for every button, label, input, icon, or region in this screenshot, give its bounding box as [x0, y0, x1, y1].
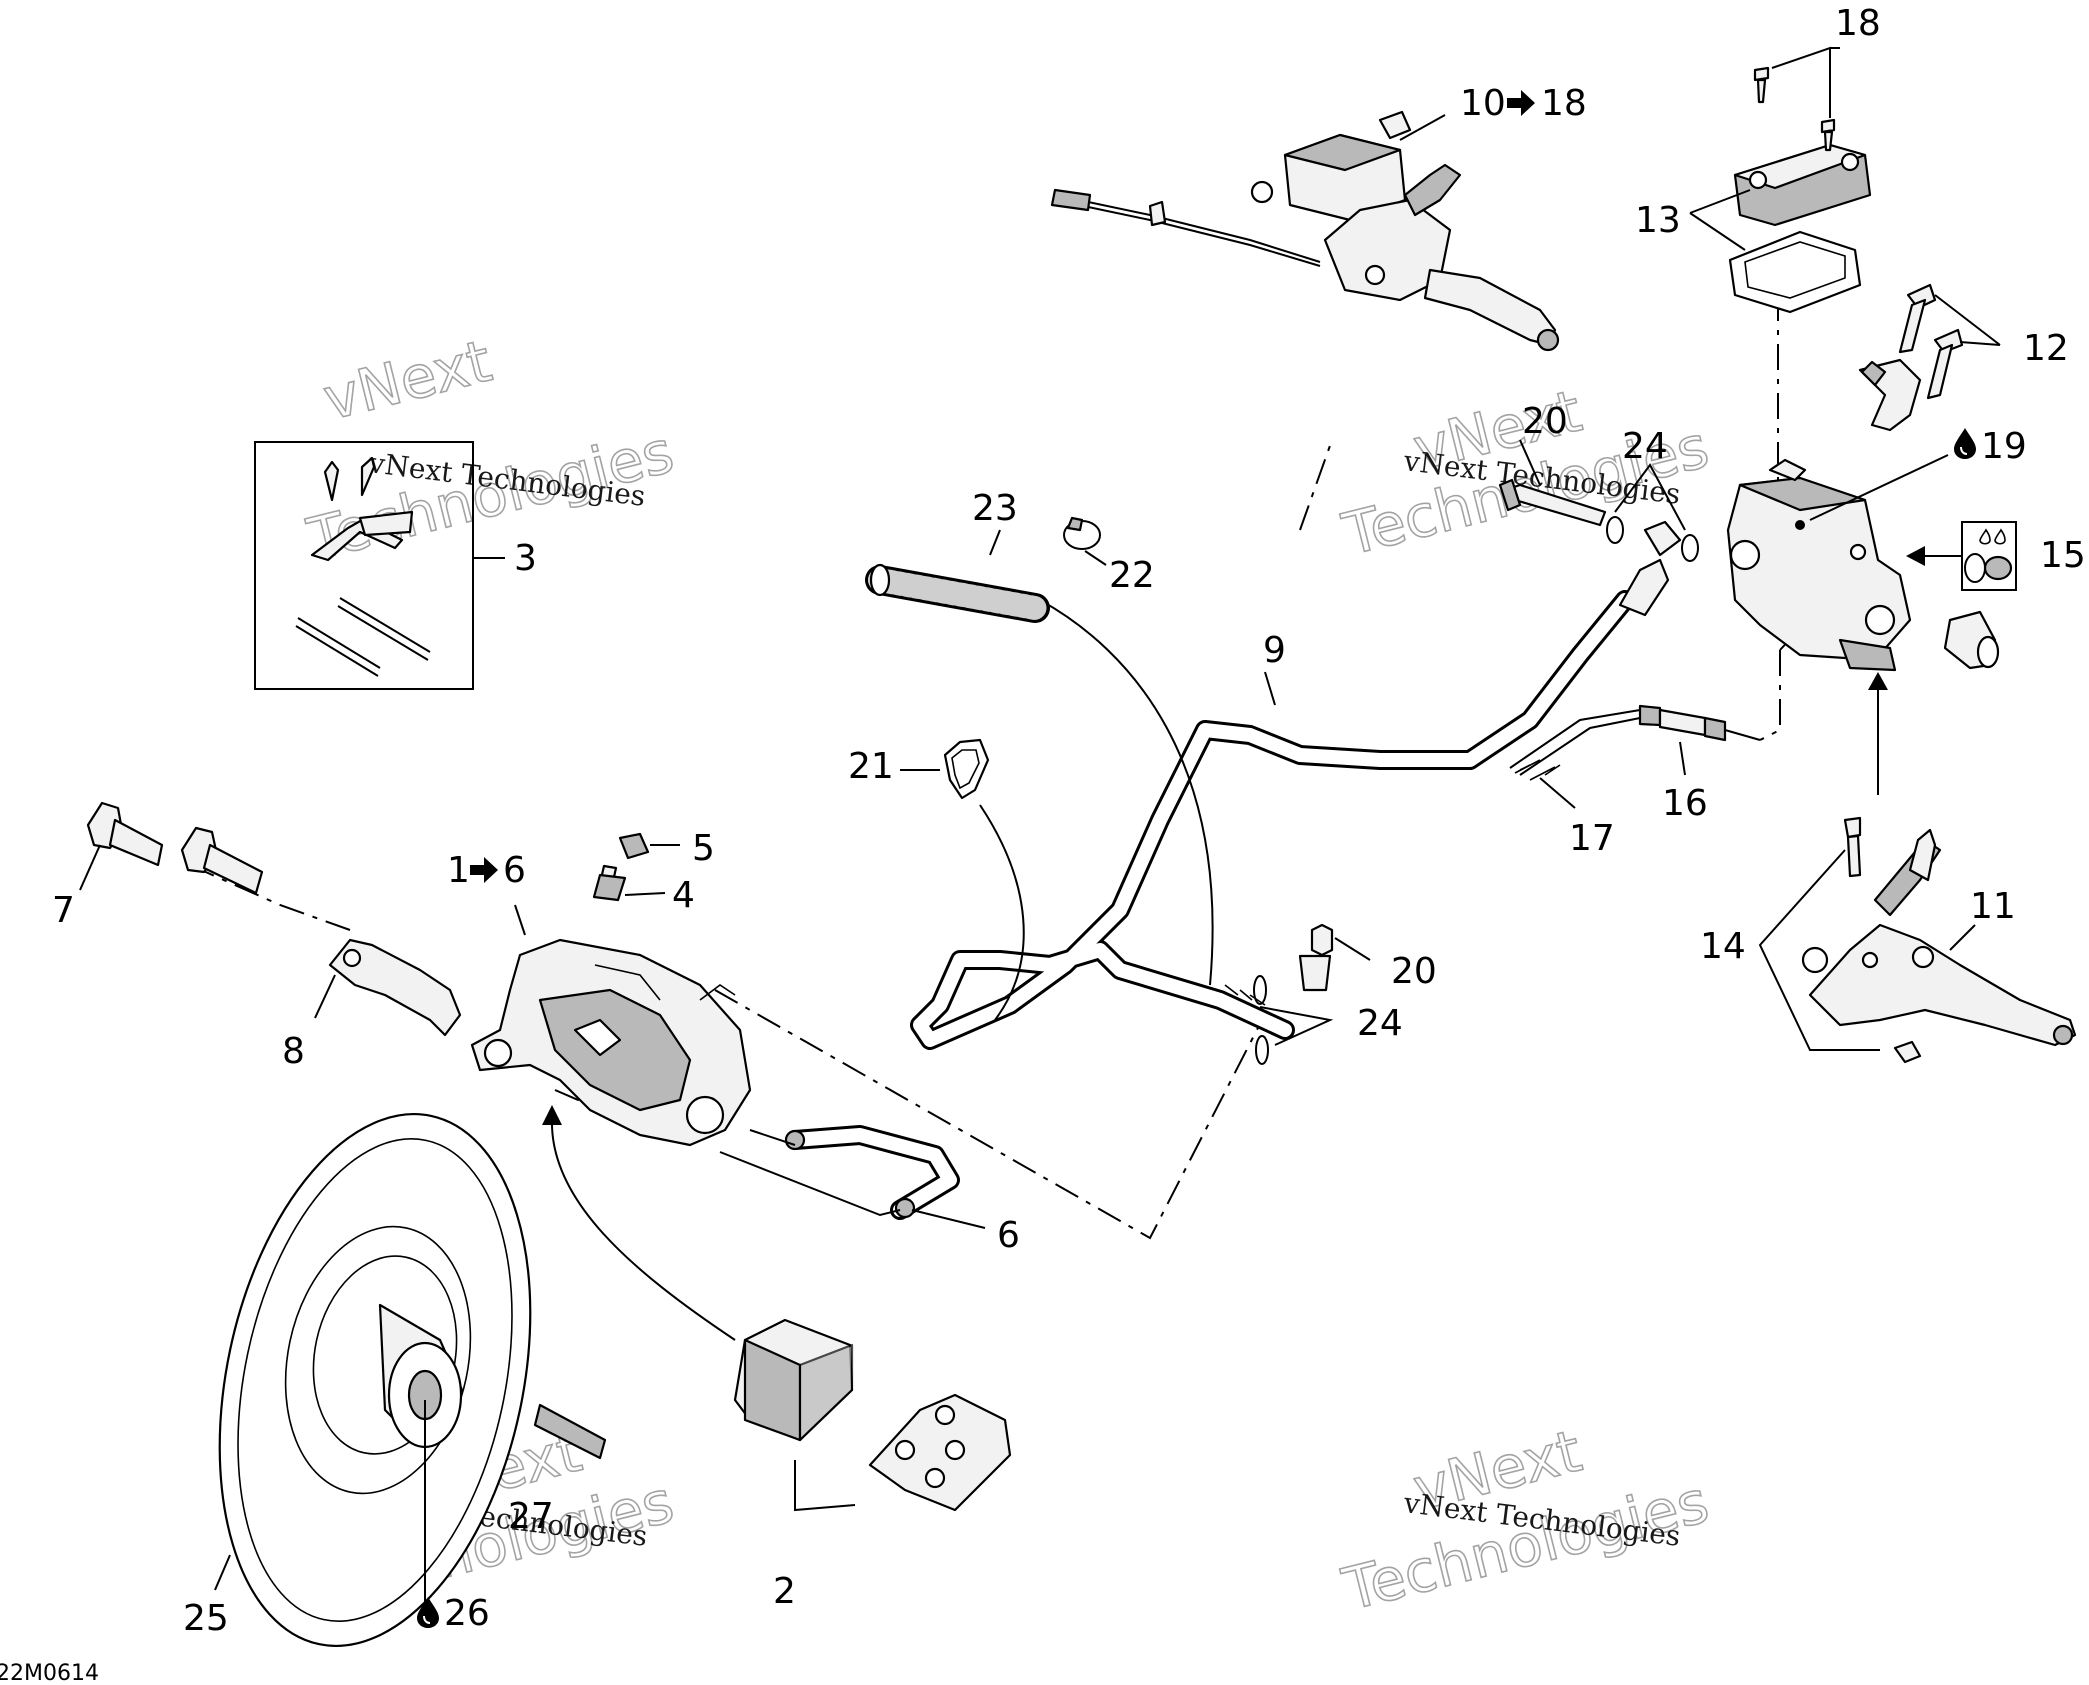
hose-routing-lines	[979, 599, 1214, 1021]
callout-10-18-start: 10	[1460, 83, 1506, 124]
part-10-master-cylinder-assembly	[1050, 110, 1560, 352]
part-14-pivot-pin-nut	[1758, 816, 1922, 1064]
leader-20-lower	[1334, 937, 1371, 961]
callout-7: 7	[52, 890, 75, 931]
callout-6: 6	[997, 1215, 1020, 1256]
part-11-brake-lever	[1801, 828, 2077, 1047]
callout-4: 4	[672, 875, 695, 916]
callout-23: 23	[972, 488, 1018, 529]
lever-mount-arrow	[1868, 672, 1888, 795]
part-24-washers-upper	[1606, 463, 1699, 562]
callout-9: 9	[1263, 630, 1286, 671]
part-2-brake-pads	[733, 1318, 1012, 1512]
callout-18: 18	[1835, 3, 1881, 44]
callout-20-lower: 20	[1391, 951, 1437, 992]
drawing-code: 22M0614	[0, 1661, 99, 1685]
part-15-boot	[1906, 521, 2017, 670]
leader-24-upper	[1614, 463, 1686, 531]
right-arrow-icon	[470, 857, 498, 883]
callout-21: 21	[848, 746, 894, 787]
part-18-screws	[1753, 46, 1840, 152]
right-arrow-icon	[1507, 90, 1535, 116]
callout-26: 26	[444, 1593, 490, 1634]
part-19-master-cylinder-body	[1726, 454, 1949, 672]
callout-19: 19	[1981, 426, 2027, 467]
callout-27: 27	[508, 1496, 554, 1537]
arrowhead	[542, 1105, 562, 1125]
leader-24-lower	[1259, 1006, 1334, 1046]
callout-24-lower: 24	[1357, 1003, 1403, 1044]
callout-5: 5	[692, 828, 715, 869]
leader-8	[314, 974, 336, 1019]
leader-12	[1934, 294, 2001, 346]
callout-1-6-start: 1	[447, 850, 470, 891]
callout-1-6-end: 6	[503, 850, 526, 891]
callout-3: 3	[514, 538, 537, 579]
part-13-reservoir-cap	[1689, 143, 1872, 314]
part-20-banjo-bolt-upper	[1498, 439, 1607, 527]
part-1-brake-caliper	[470, 904, 752, 1147]
leader-18	[1771, 46, 1840, 118]
part-27-key	[424, 1400, 607, 1615]
part-23-hose-protector	[865, 529, 1050, 623]
leader-19	[1809, 454, 1949, 521]
callout-8: 8	[282, 1031, 305, 1072]
leader-4	[624, 892, 666, 896]
leader-11	[1949, 924, 1976, 951]
part-20-banjo-bolt-lower	[1298, 923, 1371, 992]
leader-6-hose	[911, 1209, 986, 1229]
leader-9	[1264, 671, 1276, 706]
leader-22	[1084, 550, 1107, 566]
leader-13	[1689, 189, 1751, 251]
part-8-bracket	[314, 938, 462, 1037]
leader-10-18	[1399, 114, 1446, 141]
watermark-top-left: vNext Technologies vNext Technologies	[300, 326, 681, 575]
callout-labels: 3 7 8 1 6 5 4 6 2 25 27 26 21 23 22 9 20…	[52, 3, 2086, 1639]
callout-24-upper: 24	[1622, 426, 1668, 467]
part-21-grommet	[900, 738, 990, 800]
part-9-brake-hose	[910, 558, 1670, 1050]
callout-12: 12	[2023, 328, 2069, 369]
part-16-brake-light-switch	[1509, 704, 1761, 776]
callout-25: 25	[183, 1598, 229, 1639]
part-12-clamp-bolts	[1858, 283, 2001, 432]
callout-13: 13	[1635, 200, 1681, 241]
leader-25	[214, 1554, 231, 1591]
part-17-wire-terminals	[1514, 759, 1576, 809]
part-4-bleeder	[592, 864, 666, 902]
part-7-bolts	[79, 801, 264, 895]
callout-22: 22	[1109, 555, 1155, 596]
callout-11: 11	[1970, 886, 2016, 927]
leader-20-upper	[1519, 439, 1541, 486]
callout-17: 17	[1569, 818, 1615, 859]
leader-23	[989, 529, 1001, 556]
leader-1-6	[514, 904, 526, 936]
part-6-bridge-hose	[719, 1125, 986, 1229]
callout-14: 14	[1700, 926, 1746, 967]
part-24-washers-lower	[1253, 975, 1334, 1065]
callout-2: 2	[773, 1571, 796, 1612]
fluid-drop-icon	[1953, 427, 1977, 460]
part-22-clamp	[1063, 516, 1107, 566]
part-25-brake-disc	[214, 1113, 532, 1647]
part-3-hardware-kit	[254, 441, 505, 690]
leader-7	[79, 844, 101, 891]
leader-16	[1679, 741, 1686, 776]
leader-14	[1758, 849, 1880, 1051]
callout-16: 16	[1662, 783, 1708, 824]
callout-20-upper: 20	[1522, 401, 1568, 442]
watermark-line1: vNext	[317, 327, 498, 434]
watermark-bottom-right: vNext Technologies vNext Technologies	[1335, 1416, 1716, 1625]
part-5-bleeder-cap	[618, 832, 680, 860]
leader-17	[1539, 777, 1576, 809]
caliper-mount-arrow	[550, 1119, 736, 1341]
hardware-kit-frame	[254, 441, 474, 690]
callout-10-18-end: 18	[1541, 83, 1587, 124]
leader-2	[794, 1460, 856, 1512]
callout-15: 15	[2040, 535, 2086, 576]
